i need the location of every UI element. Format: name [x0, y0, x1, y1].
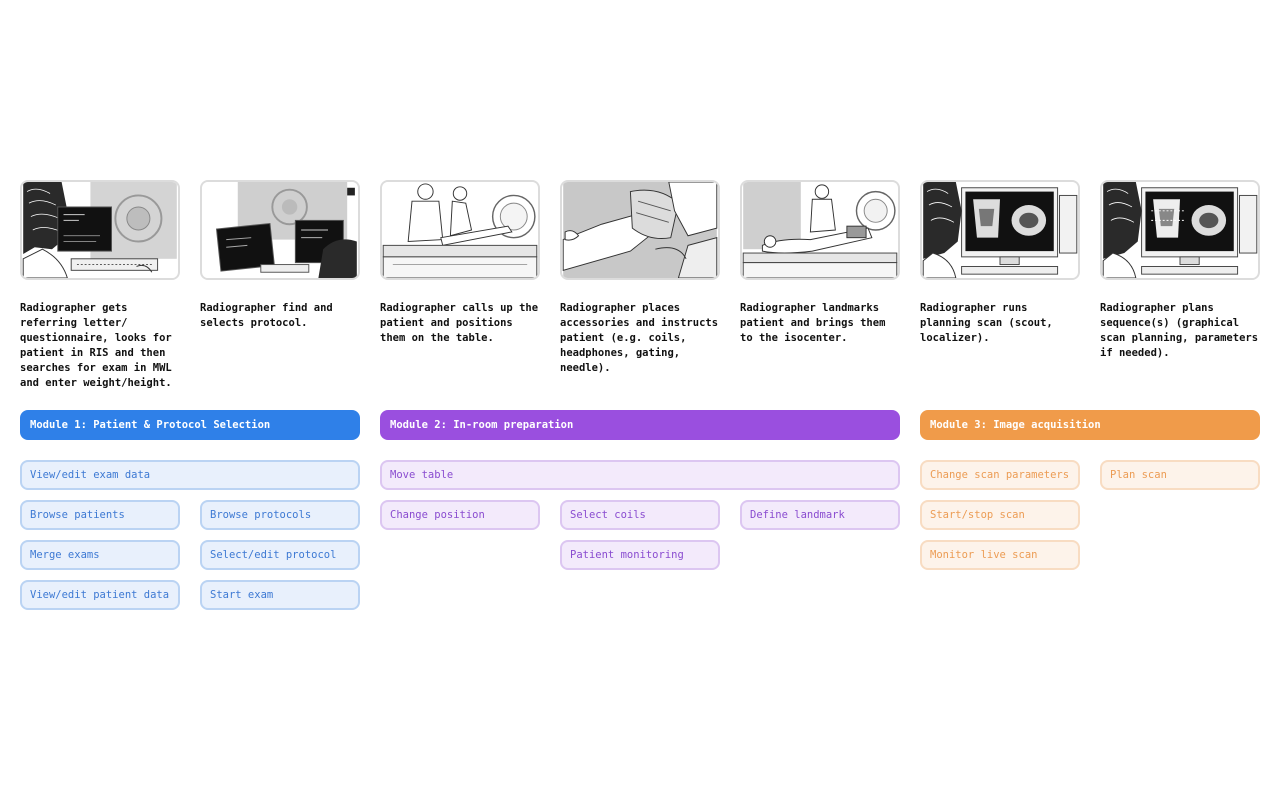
radiographer-viewing-scout-illustration	[922, 182, 1078, 278]
module-1-header: Module 1: Patient & Protocol Selection	[20, 410, 360, 440]
start-stop-scan-button[interactable]: Start/stop scan	[920, 500, 1080, 530]
view-edit-exam-data-button[interactable]: View/edit exam data	[20, 460, 360, 490]
module-2-header: Module 2: In-room preparation	[380, 410, 900, 440]
change-scan-parameters-button[interactable]: Change scan parameters	[920, 460, 1080, 490]
step-caption-1: Radiographer gets referring letter/ ques…	[20, 302, 172, 389]
browse-patients-button[interactable]: Browse patients	[20, 500, 180, 530]
change-position-button[interactable]: Change position	[380, 500, 540, 530]
storyboard-panel-4	[560, 180, 720, 280]
radiographer-at-workstation-illustration	[22, 182, 177, 278]
monitor-live-scan-button[interactable]: Monitor live scan	[920, 540, 1080, 570]
landmarking-patient-illustration	[742, 182, 898, 278]
start-exam-button[interactable]: Start exam	[200, 580, 360, 610]
step-caption-4: Radiographer places accessories and inst…	[560, 302, 719, 374]
radiographer-selecting-protocol-illustration	[203, 182, 357, 278]
storyboard-panel-1	[20, 180, 180, 280]
storyboard-panel-6	[920, 180, 1080, 280]
select-coils-button[interactable]: Select coils	[560, 500, 720, 530]
placing-coil-on-knee-illustration	[562, 182, 718, 278]
merge-exams-button[interactable]: Merge exams	[20, 540, 180, 570]
step-caption-6: Radiographer runs planning scan (scout, …	[920, 302, 1053, 344]
storyboard-panel-2	[200, 180, 360, 280]
step-caption-2: Radiographer find and selects protocol.	[200, 302, 333, 329]
step-caption-3: Radiographer calls up the patient and po…	[380, 302, 539, 344]
module-3-header: Module 3: Image acquisition	[920, 410, 1260, 440]
plan-scan-button[interactable]: Plan scan	[1100, 460, 1260, 490]
step-caption-5: Radiographer landmarks patient and bring…	[740, 302, 886, 344]
storyboard-panel-3	[380, 180, 540, 280]
radiographer-positioning-patient-illustration	[382, 182, 538, 278]
radiographer-planning-sequence-illustration	[1102, 182, 1258, 278]
move-table-button[interactable]: Move table	[380, 460, 900, 490]
define-landmark-button[interactable]: Define landmark	[740, 500, 900, 530]
view-edit-patient-data-button[interactable]: View/edit patient data	[20, 580, 180, 610]
storyboard-panel-5	[740, 180, 900, 280]
step-caption-7: Radiographer plans sequence(s) (graphica…	[1100, 302, 1259, 359]
select-edit-protocol-button[interactable]: Select/edit protocol	[200, 540, 360, 570]
patient-monitoring-button[interactable]: Patient monitoring	[560, 540, 720, 570]
storyboard-panel-7	[1100, 180, 1260, 280]
browse-protocols-button[interactable]: Browse protocols	[200, 500, 360, 530]
